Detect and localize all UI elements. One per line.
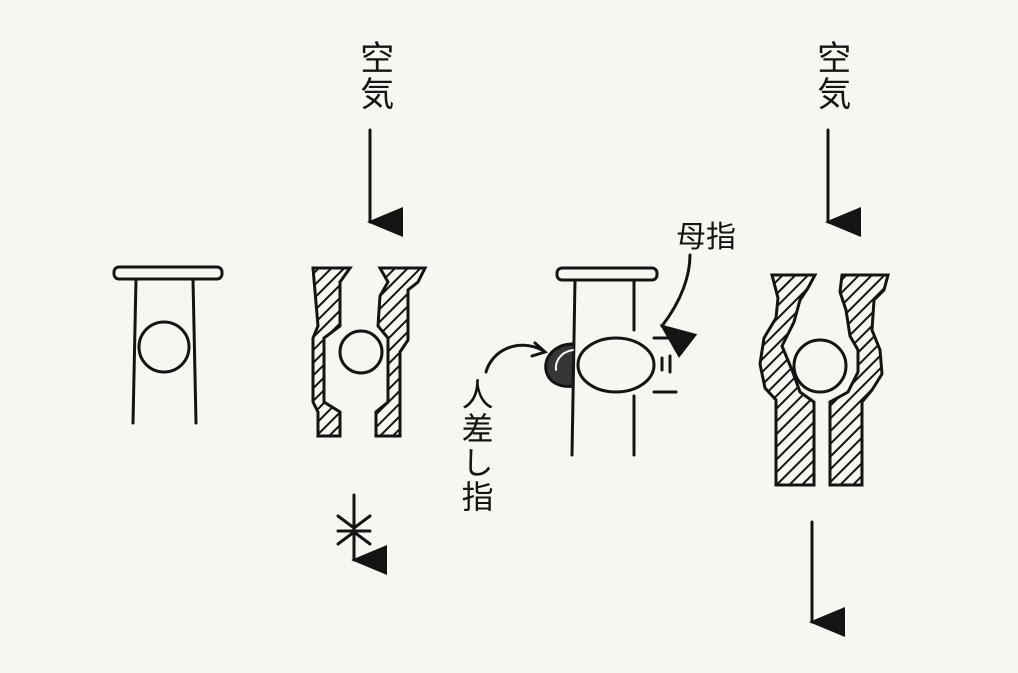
figure-1-ball [137,320,191,374]
figure-2-valve-blocked [311,128,428,575]
figure-3-left-wall [570,278,577,457]
figure-2-left-wall [311,266,353,438]
figure-1-valve-closed [112,265,224,425]
air-label-right: 空気 [810,40,851,112]
figure-2-right-wall [374,266,428,438]
figure-4-ball [792,338,848,394]
figure-3-thumb-leader [659,253,698,359]
thumb-label: 母指 [676,220,736,255]
figure-3-index-leader [484,343,544,374]
figure-4-valve-open [758,128,890,637]
figure-1-left-wall [131,277,138,425]
figure-4-right-wall [828,273,890,487]
figure-3-valve-fingers [484,253,698,457]
air-label-left: 空気 [353,40,394,112]
figure-3-ball [576,336,656,394]
figure-1-right-wall [191,277,198,425]
figure-4-left-wall [758,273,818,487]
figure-3-index-finger-highlight [554,349,574,371]
figure-3-thumb-outline [652,336,678,394]
figure-3-index-finger [544,342,575,388]
index-finger-label: 人差し指 [456,378,495,514]
figure-3-cap [555,266,659,282]
figure-2-ball [338,329,384,375]
figure-2-block-chevron-top [336,514,372,530]
figure-3-index-leader-head [530,341,548,358]
figure-1-cap [112,265,224,281]
